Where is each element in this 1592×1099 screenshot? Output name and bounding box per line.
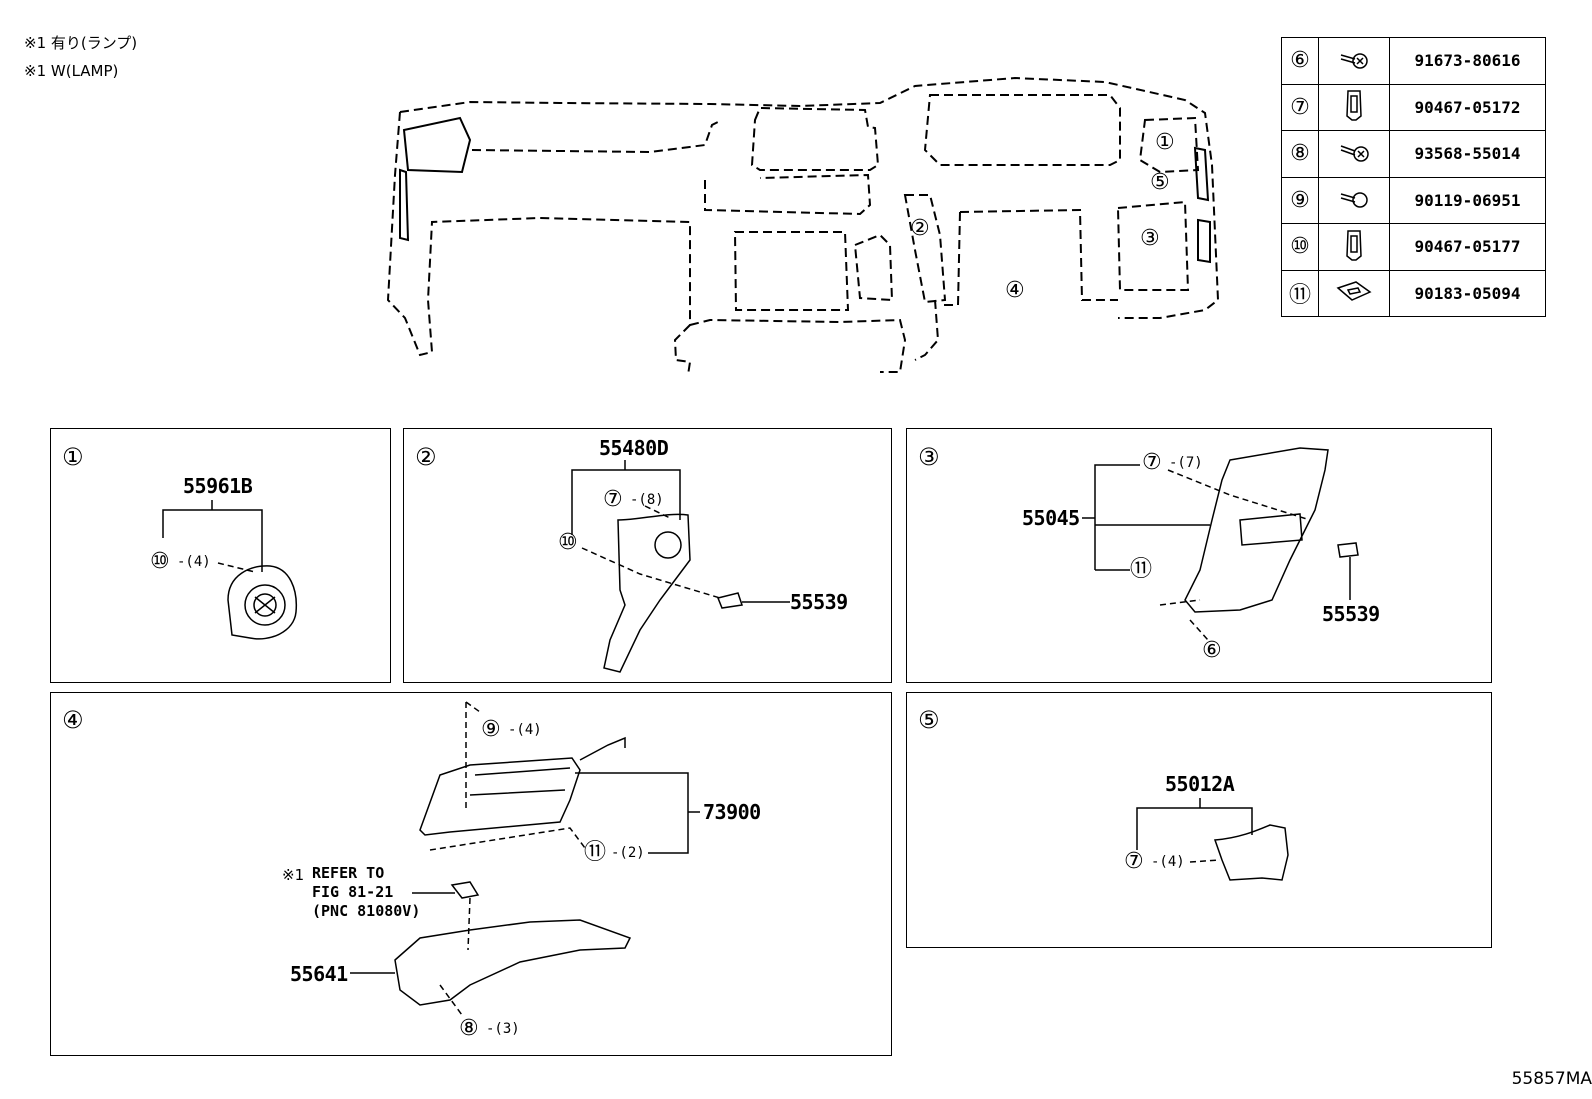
panel-3	[906, 428, 1492, 683]
table-row: ⑥ 91673-80616	[1281, 37, 1546, 85]
callout-p1: ⑩	[150, 549, 170, 574]
panel-5	[906, 692, 1492, 948]
qty-p3-a: -(7)	[1169, 455, 1203, 471]
part-ref: ⑩	[1281, 223, 1319, 271]
callout-p5: ⑦	[1124, 849, 1144, 874]
panel-3-label: ③	[918, 443, 940, 471]
part-number: 90119-06951	[1389, 176, 1546, 224]
panel-5-label: ⑤	[918, 706, 940, 734]
part-number-p4-b: 55641	[290, 962, 348, 986]
screw-icon	[1318, 37, 1390, 85]
qty-p5: -(4)	[1151, 854, 1185, 870]
ref-mark: ※1	[282, 866, 305, 884]
overview-callout-5: ⑤	[1150, 170, 1170, 195]
panel-1	[50, 428, 391, 683]
callout-p4-c: ⑧	[459, 1016, 479, 1041]
part-number: 90183-05094	[1389, 269, 1546, 317]
table-row: ⑨ 90119-06951	[1281, 176, 1546, 224]
note-english: ※1 W(LAMP)	[24, 62, 119, 80]
callout-p4-b: ⑪	[584, 840, 607, 865]
overview-callout-2: ②	[910, 216, 930, 241]
overview-callout-4: ④	[1005, 278, 1025, 303]
part-number-p1: 55961B	[183, 474, 253, 498]
part-number-p4-a: 73900	[703, 800, 761, 824]
part-number: 93568-55014	[1389, 130, 1546, 178]
qty-p4-a: -(4)	[508, 722, 542, 738]
figure-id: 55857MA	[1511, 1069, 1592, 1089]
panel-1-label: ①	[62, 443, 84, 471]
part-number-p3: 55045	[1022, 506, 1080, 530]
part-number: 90467-05177	[1389, 223, 1546, 271]
panel-4-label: ④	[62, 706, 84, 734]
panel-2-label: ②	[415, 443, 437, 471]
callout-p3-c: ⑥	[1202, 638, 1222, 663]
note-japanese: ※1 有り(ランプ)	[24, 34, 138, 52]
refer-to-note: REFER TO FIG 81-21 (PNC 81080V)	[312, 864, 421, 920]
qty-p1: -(4)	[177, 554, 211, 570]
part-number-p2: 55480D	[599, 436, 669, 460]
overview-callout-1: ①	[1155, 130, 1175, 155]
callout-p2-a: ⑦	[603, 487, 623, 512]
table-row: ⑧ 93568-55014	[1281, 130, 1546, 178]
part-number: 91673-80616	[1389, 37, 1546, 85]
table-row: ⑩ 90467-05177	[1281, 223, 1546, 271]
qty-p2-a: -(8)	[630, 492, 664, 508]
panel-2	[403, 428, 892, 683]
callout-p4-a: ⑨	[481, 717, 501, 742]
panel-4	[50, 692, 892, 1056]
parts-table: ⑥ 91673-80616 ⑦ 90467-05172 ⑧ 93568-5501…	[1281, 37, 1546, 317]
part-number-p3-b: 55539	[1322, 602, 1380, 626]
table-row: ⑪ 90183-05094	[1281, 269, 1546, 317]
part-number-p5: 55012A	[1165, 772, 1235, 796]
part-number-p2-b: 55539	[790, 590, 848, 614]
part-ref: ⑧	[1281, 130, 1319, 178]
callout-p2-b: ⑩	[558, 530, 578, 555]
overview-callout-3: ③	[1140, 226, 1160, 251]
callout-p3-a: ⑦	[1142, 450, 1162, 475]
qty-p4-b: -(2)	[611, 845, 645, 861]
qty-p4-c: -(3)	[486, 1021, 520, 1037]
part-ref: ⑪	[1281, 269, 1319, 317]
callout-p3-b: ⑪	[1130, 557, 1153, 582]
